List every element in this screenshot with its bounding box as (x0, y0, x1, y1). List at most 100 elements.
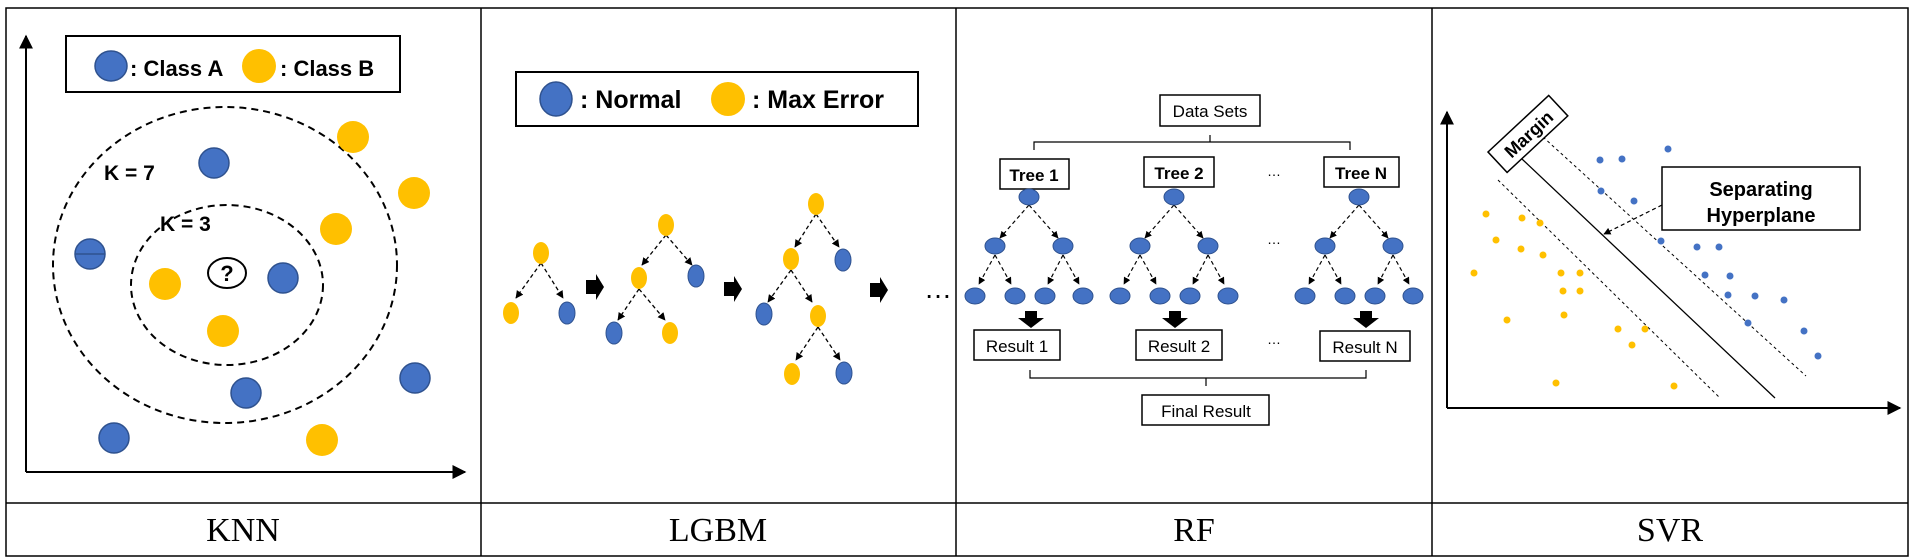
rf-top-brace (1033, 135, 1351, 150)
svr-point (1670, 382, 1678, 390)
knn-k3-label: K = 3 (160, 213, 211, 236)
lgbm-tree-1 (515, 262, 564, 299)
legend-normal-swatch (539, 81, 573, 117)
svr-point (1630, 197, 1638, 205)
knn-query-point: ? (207, 257, 247, 289)
rf-node (1364, 287, 1386, 305)
lgbm-ellipsis: … (924, 273, 952, 304)
lgbm-legend: : Normal : Max Error (515, 71, 919, 127)
lgbm-node (503, 302, 519, 324)
svr-point (1814, 352, 1822, 360)
rf-final-result-label: Final Result (1161, 402, 1251, 421)
svr-point (1596, 156, 1604, 164)
lgbm-node (834, 248, 852, 272)
rf-node (1197, 237, 1219, 255)
rf-result-label: Result 1 (986, 337, 1048, 356)
rf-node (1034, 287, 1056, 305)
lgbm-node (755, 302, 773, 326)
rf-bottom-brace (1029, 370, 1367, 386)
rf-dots: … (1267, 163, 1281, 179)
rf-node (1072, 287, 1094, 305)
svr-point (1539, 251, 1547, 259)
rf-node (1129, 237, 1151, 255)
svr-point (1557, 269, 1565, 277)
svr-point (1597, 187, 1605, 195)
rf-tree-1 (964, 188, 1094, 305)
lgbm-node (783, 248, 799, 270)
lgbm-node (662, 322, 678, 344)
rf-node (1217, 287, 1239, 305)
rf-node (1334, 287, 1356, 305)
svr-hyperplane (1521, 158, 1776, 399)
rf-node (984, 237, 1006, 255)
svr-yellow-points (1470, 210, 1678, 390)
rf-node (1052, 237, 1074, 255)
legend-class-b-swatch (242, 49, 276, 83)
svr-point (1701, 271, 1709, 279)
rf-node (1004, 287, 1026, 305)
rf-node (1149, 287, 1171, 305)
svr-point (1492, 236, 1500, 244)
caption-lgbm: LGBM (669, 512, 767, 549)
rf-tree-box-2: Tree 2 (1143, 156, 1215, 188)
svr-point (1715, 243, 1723, 251)
rf-node (1402, 287, 1424, 305)
caption-knn: KNN (206, 512, 280, 549)
knn-k7-label: K = 7 (104, 162, 155, 185)
legend-class-a-swatch (94, 50, 128, 82)
rf-node (1109, 287, 1131, 305)
svr-point (1664, 145, 1672, 153)
lgbm-node (605, 321, 623, 345)
rf-down-arrow (1018, 311, 1044, 328)
svr-point (1618, 155, 1626, 163)
lgbm-arrow (724, 276, 742, 302)
class-b-point (398, 177, 430, 209)
lgbm-arrow (870, 277, 888, 303)
rf-down-arrow (1353, 311, 1379, 328)
svr-point (1576, 287, 1584, 295)
class-b-point (320, 213, 352, 245)
class-b-point (337, 121, 369, 153)
legend-max-error-swatch (711, 82, 745, 116)
lgbm-node (687, 264, 705, 288)
rf-dots: … (1267, 331, 1281, 347)
svr-point (1744, 319, 1752, 327)
svr-point (1470, 269, 1478, 277)
lgbm-node (835, 361, 853, 385)
legend-class-b-label: : Class B (280, 56, 374, 81)
rf-tree-2 (1109, 188, 1239, 305)
svr-hyperplane-label-1: Separating (1709, 179, 1812, 201)
rf-node (1294, 287, 1316, 305)
knn-query-label: ? (220, 261, 233, 286)
svr-point (1614, 325, 1622, 333)
rf-tree-label: Tree N (1335, 164, 1387, 183)
panel-captions: KNN LGBM RF SVR (206, 512, 1703, 549)
lgbm-node (658, 214, 674, 236)
svr-point (1628, 341, 1636, 349)
lgbm-node (808, 193, 824, 215)
rf-result-label: Result 2 (1148, 337, 1210, 356)
rf-result-box-1: Result 1 (973, 329, 1061, 361)
svr-point (1518, 214, 1526, 222)
svr-point (1552, 379, 1560, 387)
legend-class-a-label: : Class A (130, 56, 223, 81)
lgbm-tree-3 (767, 213, 841, 361)
legend-normal-label: : Normal (580, 86, 681, 114)
knn-k7-circle (52, 106, 398, 424)
lgbm-arrow (586, 274, 604, 300)
class-a-point (399, 362, 431, 394)
rf-node (1018, 188, 1040, 206)
class-a-point (98, 422, 130, 454)
lgbm-node (533, 242, 549, 264)
rf-final-result-box: Final Result (1141, 394, 1270, 426)
svr-point (1657, 237, 1665, 245)
svr-panel: Margin Separating Hyperplane (1440, 94, 1902, 415)
rf-tree-box-n: Tree N (1323, 156, 1400, 188)
rf-node (1314, 237, 1336, 255)
lgbm-node (558, 301, 576, 325)
rf-node (1348, 188, 1370, 206)
legend-max-error-label: : Max Error (752, 86, 884, 114)
svr-point (1559, 287, 1567, 295)
svr-hyperplane-box: Separating Hyperplane (1661, 166, 1861, 231)
